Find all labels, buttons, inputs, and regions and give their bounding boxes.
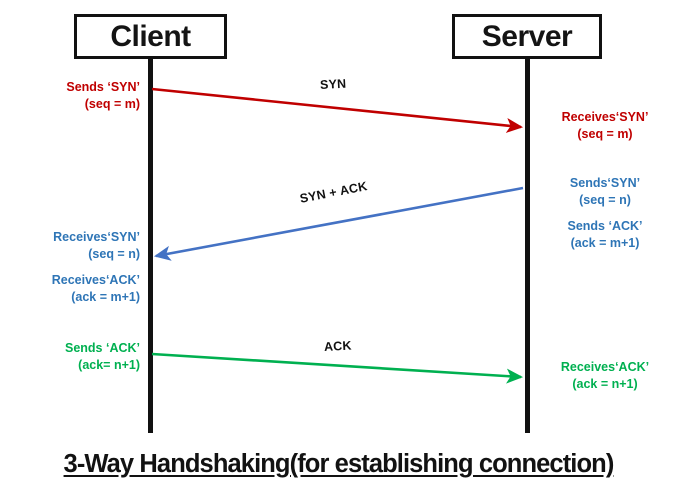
- diagram-title: 3-Way Handshaking(for establishing conne…: [63, 450, 615, 478]
- note-line-2: (seq = m): [577, 126, 633, 141]
- note-server-receive-ack: Receives‘ACK’ (ack = n+1): [537, 359, 673, 392]
- note-line-1: Receives‘SYN’: [53, 230, 140, 244]
- note-server-send-syn: Sends‘SYN’ (seq = n): [537, 175, 673, 208]
- note-server-receive-syn: Receives‘SYN’ (seq = m): [537, 109, 673, 142]
- note-line-2: (ack = m+1): [570, 235, 640, 250]
- client-node-box: Client: [74, 14, 227, 59]
- note-client-send-ack: Sends ‘ACK’ (ack= n+1): [6, 340, 140, 373]
- note-line-2: (seq = m): [84, 96, 140, 111]
- client-lifeline: [148, 59, 153, 433]
- note-line-2: (ack = m+1): [71, 289, 140, 304]
- note-line-1: Sends ‘SYN’: [66, 80, 140, 94]
- note-line-2: (ack = n+1): [572, 376, 638, 391]
- note-line-2: (seq = n): [579, 192, 631, 207]
- server-node-box: Server: [452, 14, 602, 59]
- arrow-label-ack: ACK: [323, 338, 353, 354]
- note-line-1: Receives‘ACK’: [560, 360, 650, 374]
- server-lifeline: [525, 59, 530, 433]
- note-server-send-ack: Sends ‘ACK’ (ack = m+1): [537, 218, 673, 251]
- note-line-1: Receives‘SYN’: [561, 110, 649, 124]
- note-line-1: Sends‘SYN’: [569, 176, 641, 190]
- arrow-label-syn: SYN: [319, 76, 347, 92]
- note-client-receive-ack: Receives‘ACK’ (ack = m+1): [6, 272, 140, 305]
- note-client-receive-syn: Receives‘SYN’ (seq = n): [6, 229, 140, 262]
- note-line-2: (ack= n+1): [78, 357, 140, 372]
- arrow-syn: [151, 87, 524, 134]
- note-line-1: Sends ‘ACK’: [567, 219, 643, 233]
- arrow-syn-ack: [153, 186, 524, 261]
- note-client-send-syn: Sends ‘SYN’ (seq = m): [6, 79, 140, 112]
- note-line-1: Sends ‘ACK’: [64, 341, 140, 355]
- arrow-ack: [151, 352, 524, 384]
- note-line-1: Receives‘ACK’: [51, 273, 140, 287]
- note-line-2: (seq = n): [88, 246, 140, 261]
